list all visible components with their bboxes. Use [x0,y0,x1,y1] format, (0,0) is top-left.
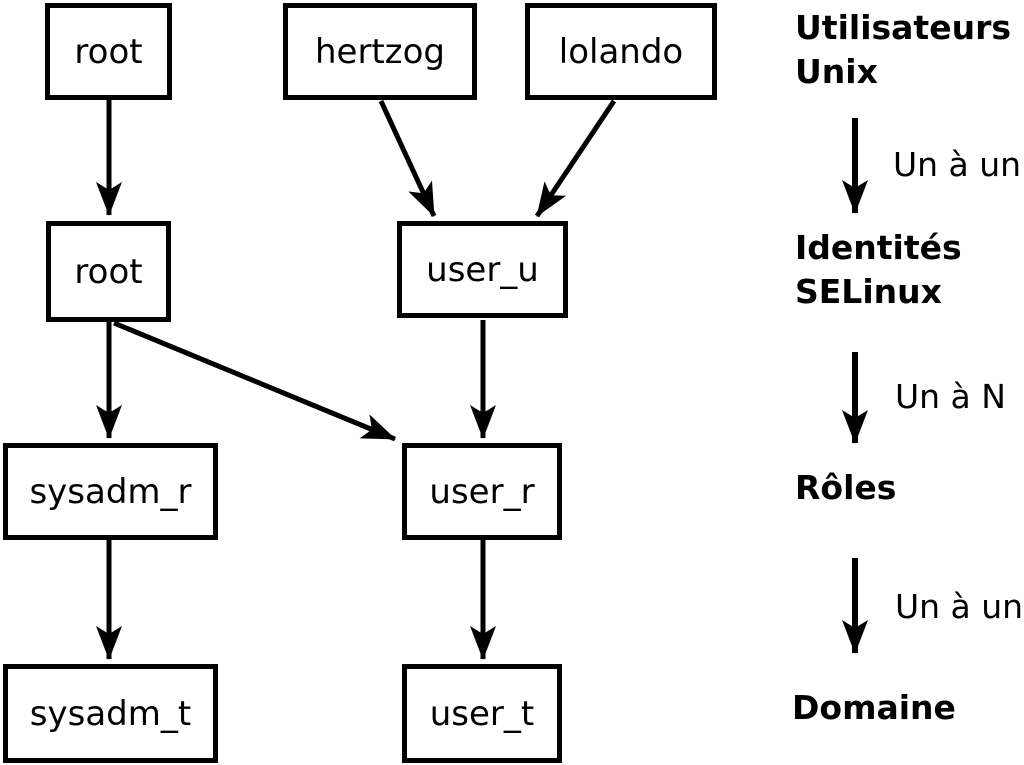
legend-line: Utilisateurs [795,8,1011,47]
box-user-r: user_r [402,443,562,540]
box-root-unix: root [45,3,172,100]
arrow-hertzog-to-useru [378,99,437,218]
box-sysadm-r: sysadm_r [3,443,218,540]
box-label: root [74,251,143,292]
box-lolando: lolando [525,3,717,100]
box-label: sysadm_r [29,471,192,512]
relation-label-un-a-un-2: Un à un [895,587,1024,626]
relation-label-un-a-n: Un à N [895,377,1006,416]
box-label: user_u [426,249,539,290]
arrow-rootselinux-to-userr [113,320,396,442]
legend-utilisateurs-unix: Utilisateurs Unix [795,6,1011,94]
box-label: lolando [558,31,684,72]
legend-identites-selinux: Identités SELinux [795,226,962,314]
legend-line: Identités [795,228,962,267]
box-label: user_t [429,693,535,734]
box-hertzog: hertzog [283,3,477,100]
box-root-selinux: root [46,221,171,322]
legend-line: Rôles [795,468,897,507]
legend-line: Unix [795,52,878,91]
relation-label-un-a-un-1: Un à un [893,145,1022,184]
box-user-u: user_u [397,221,568,318]
legend-line: Domaine [792,688,956,727]
legend-line: SELinux [795,272,942,311]
legend-roles: Rôles [795,466,896,510]
box-user-t: user_t [402,664,562,763]
legend-domaine: Domaine [792,686,956,730]
box-label: user_r [429,471,535,512]
arrow-lolando-to-useru [534,99,617,218]
box-sysadm-t: sysadm_t [3,664,218,763]
box-label: root [74,31,143,72]
box-label: sysadm_t [29,693,192,734]
box-label: hertzog [314,31,445,72]
